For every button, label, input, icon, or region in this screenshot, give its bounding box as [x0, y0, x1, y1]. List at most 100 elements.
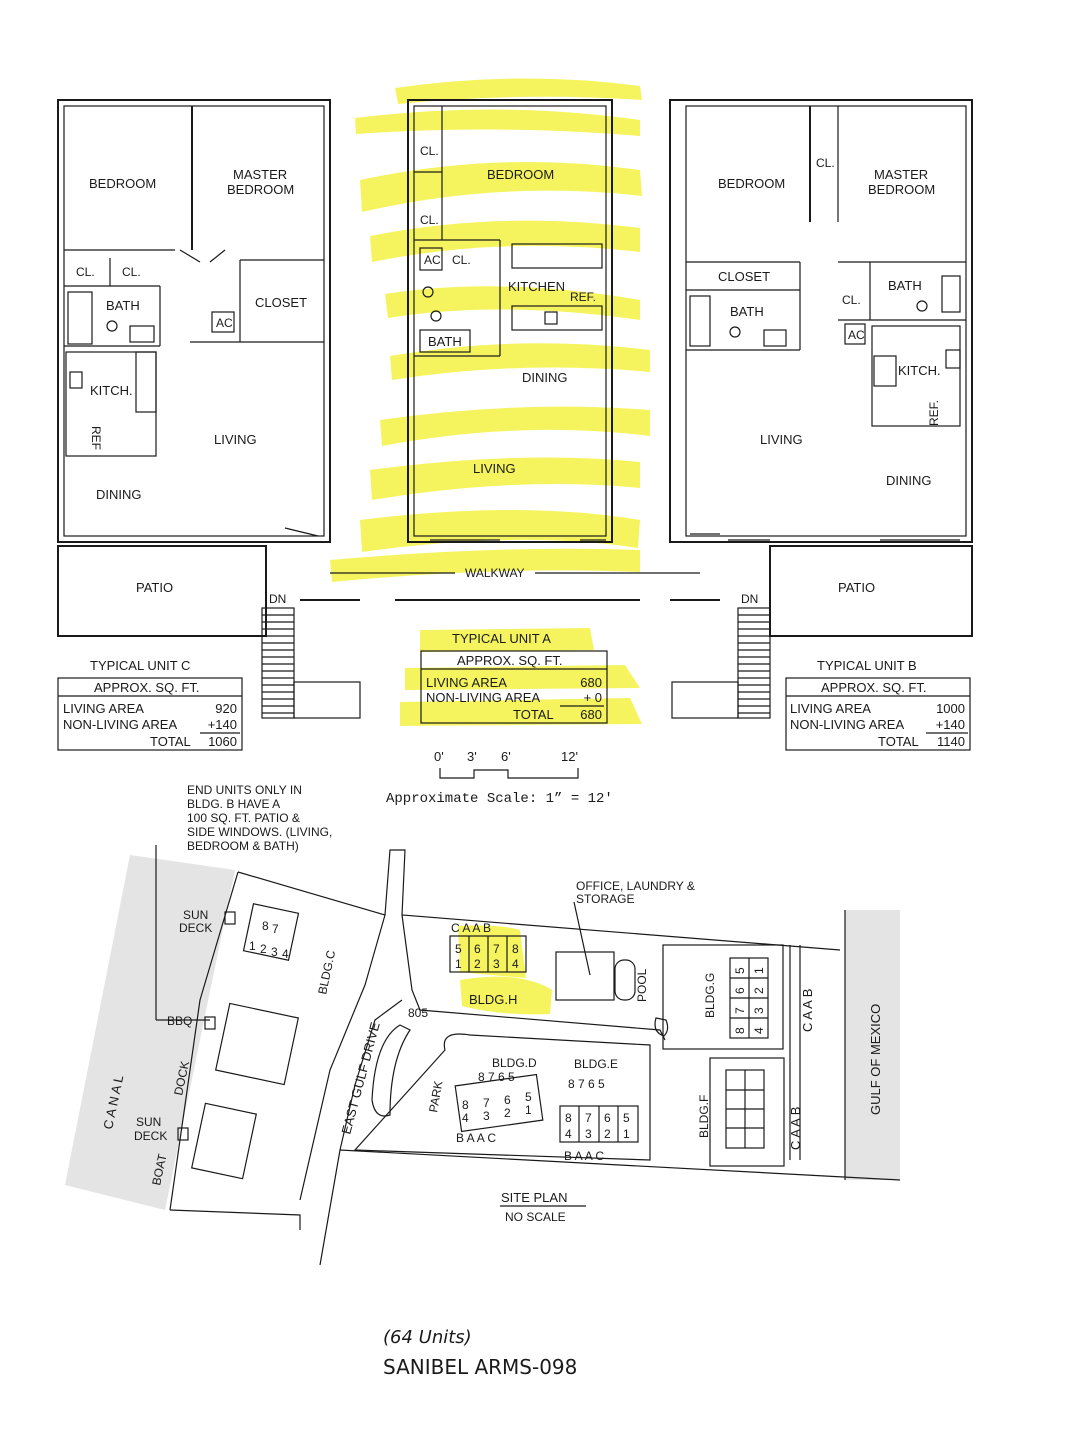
bldg-e-2: 2	[604, 1127, 611, 1141]
scale-tick-0: 0'	[434, 749, 444, 764]
room-ac-a: AC	[424, 253, 441, 267]
unit-b-title: TYPICAL UNIT B	[817, 658, 917, 673]
project-name: SANIBEL ARMS-098	[383, 1355, 577, 1379]
bldg-h-7: 7	[493, 942, 500, 956]
scale-tick-3: 3'	[467, 749, 477, 764]
bldg-g-side: C A A B	[800, 989, 815, 1032]
bldg-c-top-4: 4	[282, 947, 289, 961]
room-closet-a1: CL.	[420, 144, 439, 158]
room-dining-a: DINING	[522, 370, 568, 385]
units-count: (64 Units)	[383, 1327, 472, 1348]
end-units-note-line: 100 SQ. FT. PATIO &	[187, 811, 300, 825]
unit-b-plan: BEDROOM CL. MASTER BEDROOM CLOSET BATH C…	[669, 99, 973, 719]
bldg-f-label: BLDG.F	[697, 1095, 711, 1138]
bldg-d-5: 5	[525, 1090, 532, 1104]
bldg-d-6: 6	[504, 1093, 511, 1107]
room-bath-a: BATH	[428, 334, 462, 349]
room-bedroom-a: BEDROOM	[487, 167, 554, 182]
unit-c-nonliving-label: NON-LIVING AREA	[63, 717, 177, 732]
room-kitchen-a: KITCHEN	[508, 279, 565, 294]
room-closet-b: CLOSET	[718, 269, 770, 284]
unit-b-nonliving-label: NON-LIVING AREA	[790, 717, 904, 732]
bldg-e-6: 6	[604, 1111, 611, 1125]
unit-b-living-label: LIVING AREA	[790, 701, 871, 716]
bldg-h-top-letters: C A A B	[451, 921, 491, 935]
room-ref-b: REF.	[927, 400, 941, 426]
unit-a-living-value: 680	[580, 675, 602, 690]
bldg-g-row1: 8	[733, 1027, 747, 1034]
bldg-h-2: 2	[474, 957, 481, 971]
gulf-label: GULF OF MEXICO	[868, 1004, 883, 1115]
room-ref-a: REF.	[570, 290, 596, 304]
room-master-2: BEDROOM	[227, 182, 294, 197]
bldg-f-side: C A A B	[788, 1107, 803, 1150]
bldg-e-3: 3	[585, 1127, 592, 1141]
room-master-b: MASTER	[874, 167, 928, 182]
unit-a-title: TYPICAL UNIT A	[452, 631, 551, 646]
unit-c-stair-treads	[262, 614, 294, 714]
unit-a-total-value: 680	[580, 707, 602, 722]
bldg-e-bottom: B A A C	[564, 1149, 604, 1163]
room-closet-a3: CL.	[452, 253, 471, 267]
park-label: PARK	[426, 1080, 445, 1114]
bldg-d-7: 7	[483, 1096, 490, 1110]
room-ac-b: AC	[848, 328, 865, 342]
stair-dn: DN	[269, 592, 286, 606]
bldg-d-1: 1	[525, 1103, 532, 1117]
bldg-g-7: 7	[733, 1007, 747, 1014]
scale-caption: Approximate Scale: 1” = 12'	[386, 791, 613, 807]
bldg-e-label: BLDG.E	[574, 1057, 618, 1071]
room-living-a: LIVING	[473, 461, 516, 476]
room-ac: AC	[216, 316, 233, 330]
bldg-h-3: 3	[493, 957, 500, 971]
room-living-b: LIVING	[760, 432, 803, 447]
room-dining: DINING	[96, 487, 142, 502]
sun-deck-1a: SUN	[183, 908, 208, 922]
bldg-d-8: 8	[462, 1098, 469, 1112]
bldg-c-top-7: 7	[272, 922, 279, 936]
bldg-g-label: BLDG.G	[703, 973, 717, 1018]
unit-b-total-label: TOTAL	[878, 734, 919, 749]
bldg-g-row2: 4	[752, 1027, 766, 1034]
pool-label: POOL	[635, 968, 649, 1002]
unit-c-nonliving-value: +140	[208, 717, 237, 732]
room-patio-b: PATIO	[838, 580, 875, 595]
end-units-note-line: END UNITS ONLY IN	[187, 783, 302, 797]
room-closet-b1: CL.	[816, 156, 835, 170]
bldg-g-2: 2	[752, 987, 766, 994]
room-living: LIVING	[214, 432, 257, 447]
unit-c-total-value: 1060	[208, 734, 237, 749]
bldg-h-6: 6	[474, 942, 481, 956]
walkway: WALKWAY	[300, 566, 720, 601]
unit-c-living-label: LIVING AREA	[63, 701, 144, 716]
unit-b-living-value: 1000	[936, 701, 965, 716]
bldg-g-5: 5	[733, 967, 747, 974]
unit-c-title: TYPICAL UNIT C	[90, 658, 190, 673]
room-dining-b: DINING	[886, 473, 932, 488]
address-label: 805	[408, 1006, 428, 1020]
unit-a-table: TYPICAL UNIT A APPROX. SQ. FT. LIVING AR…	[420, 631, 608, 724]
unit-c-total-label: TOTAL	[150, 734, 191, 749]
bldg-e-top: 8 7 6 5	[568, 1077, 605, 1091]
bldg-c-top-1: 1	[249, 939, 256, 953]
stair-dn-b: DN	[741, 592, 758, 606]
room-closet-2: CL.	[122, 265, 141, 279]
bldg-e-1: 1	[623, 1127, 630, 1141]
bldg-d-label: BLDG.D	[492, 1056, 537, 1070]
office-label-2: STORAGE	[576, 892, 634, 906]
unit-c-plan: BEDROOM MASTER BEDROOM CL. CL. BATH AC C…	[57, 99, 361, 719]
bldg-d-bottom: B A A C	[456, 1131, 496, 1145]
bldg-c-label: BLDG.C	[315, 949, 338, 996]
bldg-h-label: BLDG.H	[469, 992, 517, 1007]
bldg-d: BLDG.D 8 7 6 5 8 7 6 5 4 3 2 1 B A A C	[454, 1056, 544, 1145]
end-units-note-line: BEDROOM & BATH)	[187, 839, 299, 853]
office-label-1: OFFICE, LAUNDRY &	[576, 879, 695, 893]
bldg-d-2: 2	[504, 1106, 511, 1120]
room-master-b-2: BEDROOM	[868, 182, 935, 197]
room-bedroom: BEDROOM	[89, 176, 156, 191]
bldg-e-7: 7	[585, 1111, 592, 1125]
sun-deck-2b: DECK	[134, 1129, 167, 1143]
room-bath-b2: BATH	[888, 278, 922, 293]
